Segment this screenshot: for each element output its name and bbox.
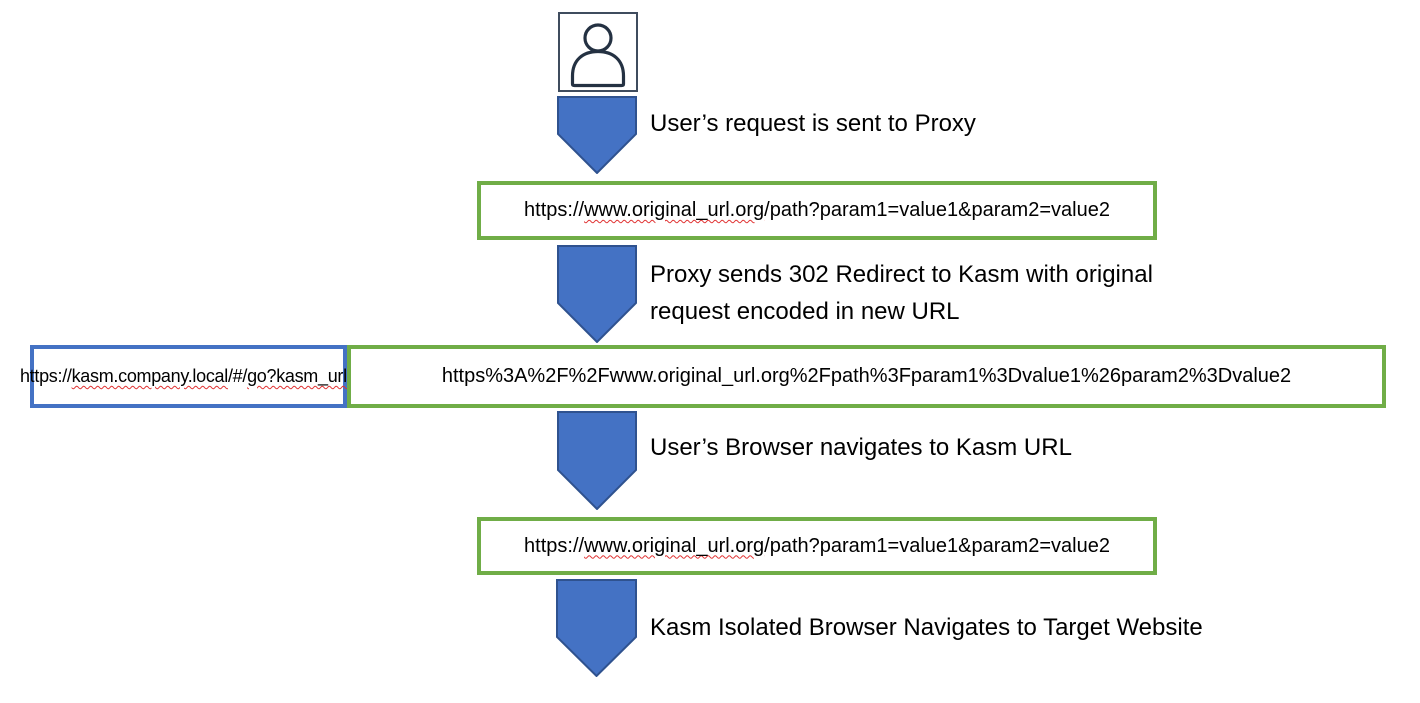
kasm-url-prefix-text: https://kasm.company.local/#/go?kasm_url… [19,366,358,386]
encoded-url-box: https%3A%2F%2Fwww.original_url.org%2Fpat… [347,345,1386,408]
original-url-text-bottom: https://www.original_url.org/path?param1… [524,534,1110,557]
step2-label-line2: request encoded in new URL [650,298,960,325]
down-arrow-icon-4 [556,579,637,677]
original-url-box-top: https://www.original_url.org/path?param1… [477,181,1157,240]
kasm-url-prefix-box: https://kasm.company.local/#/go?kasm_url… [20,345,357,408]
user-icon-box [558,12,638,92]
original-url-text: https://www.original_url.org/path?param1… [524,199,1110,221]
step1-label: User’s request is sent to Proxy [650,110,976,137]
step2-label: Proxy sends 302 Redirect to Kasm with or… [650,256,1153,330]
down-arrow-icon-1 [557,96,637,174]
step3-label: User’s Browser navigates to Kasm URL [650,434,1072,461]
encoded-url-text: https%3A%2F%2Fwww.original_url.org%2Fpat… [441,365,1292,387]
step2-label-line1: Proxy sends 302 Redirect to Kasm with or… [650,261,1153,288]
original-url-box-bottom: https://www.original_url.org/path?param1… [477,517,1157,575]
step4-label: Kasm Isolated Browser Navigates to Targe… [650,614,1203,641]
person-icon [570,23,626,88]
down-arrow-icon-2 [557,245,637,343]
down-arrow-icon-3 [557,411,637,510]
